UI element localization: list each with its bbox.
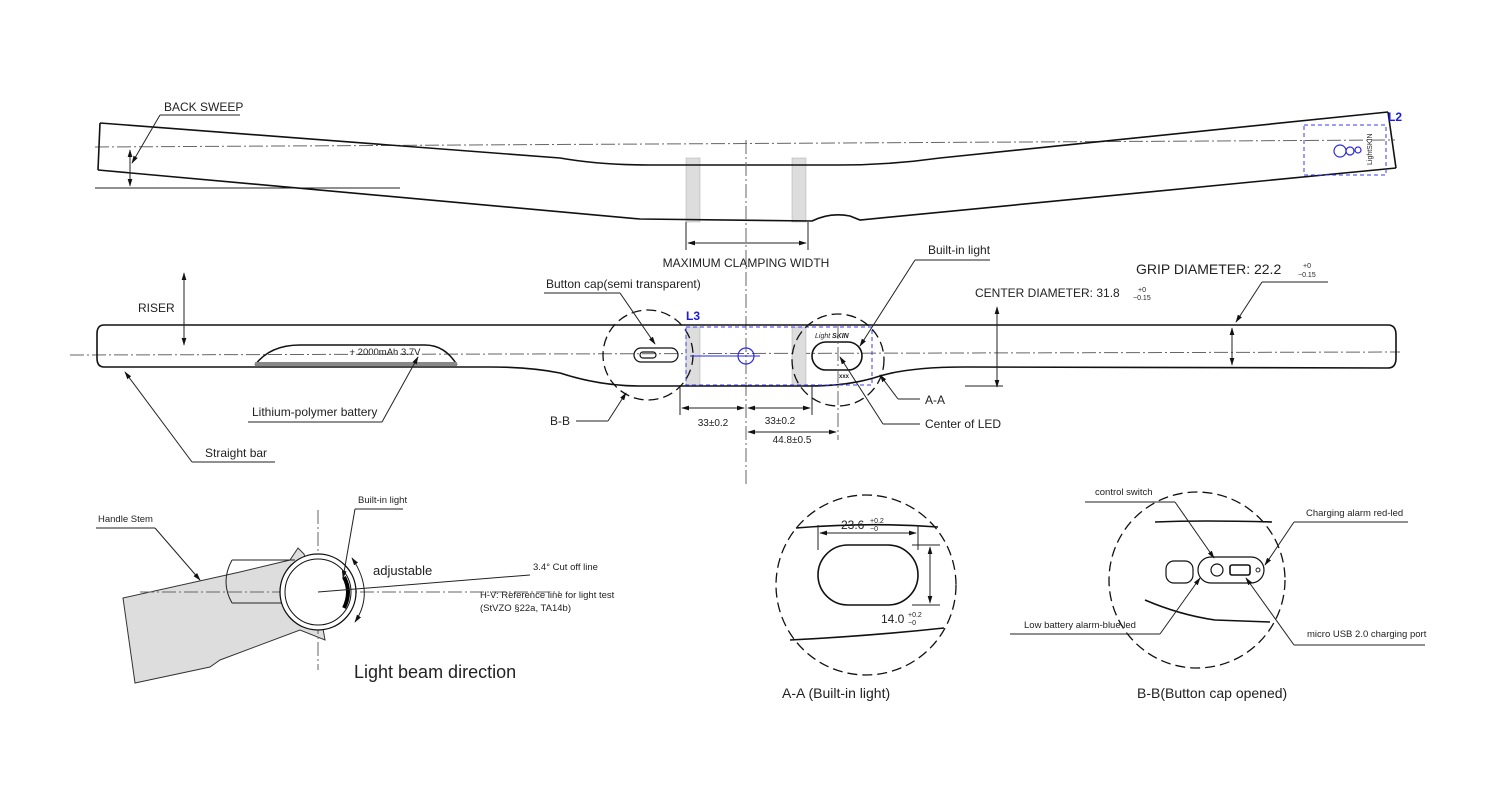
aa-title: A-A (Built-in light): [782, 685, 890, 701]
grip-diameter-label: GRIP DIAMETER: 22.2: [1136, 261, 1281, 277]
aa-width-label: 23.6: [841, 518, 865, 532]
svg-text:+0.2: +0.2: [908, 612, 922, 619]
l3-light-zone: [685, 326, 873, 386]
control-switch-label: control switch: [1095, 487, 1153, 498]
section-bb-view: control switch Charging alarm red-led Lo…: [1010, 487, 1427, 701]
built-in-light-marker: [342, 576, 350, 609]
low-battery-label: Low battery alarm-blue led: [1024, 620, 1136, 631]
red-led-icon: [1255, 567, 1261, 573]
svg-text:−0: −0: [908, 620, 916, 627]
cutoff-label: 3.4° Cut off line: [533, 562, 598, 573]
bar-top-edge: [99, 111, 1389, 166]
section-aa-label: A-A: [925, 393, 945, 407]
usb-port-icon: [1229, 564, 1251, 576]
straight-bar-label: Straight bar: [205, 446, 267, 460]
battery-spec: + 2000mAh 3.7V: [349, 347, 421, 358]
max-clamping-width-label: MAXIMUM CLAMPING WIDTH: [663, 256, 830, 270]
svg-text:−0.15: −0.15: [1298, 272, 1316, 279]
dim-right: 33±0.2: [765, 416, 796, 427]
center-of-led-label: Center of LED: [925, 417, 1001, 431]
light-window-outline: [817, 544, 919, 606]
built-in-light-label: Built-in light: [928, 243, 991, 257]
button-cap-icon: [633, 347, 679, 363]
light-beam-title: Light beam direction: [354, 662, 516, 682]
usb-port-label: micro USB 2.0 charging port: [1307, 629, 1427, 640]
charging-alarm-label: Charging alarm red-led: [1306, 508, 1403, 519]
svg-text:xxx: xxx: [839, 374, 850, 380]
svg-text:Light: Light: [815, 333, 831, 340]
svg-text:−0.15: −0.15: [1133, 295, 1151, 302]
svg-text:SKIN: SKIN: [832, 333, 850, 340]
dim-left: 33±0.2: [698, 418, 729, 429]
l2-logo-icon: LightSKIN: [1333, 133, 1374, 165]
adjustable-arrow-icon: [351, 557, 365, 623]
button-cap-opened-icon: [1165, 560, 1194, 584]
top-view: MAXIMUM CLAMPING WIDTH BACK SWEEP L2 Lig…: [94, 100, 1402, 485]
bar-bottom-edge: [97, 167, 1397, 222]
l3-label: L3: [686, 309, 700, 323]
hv-reference-label: H-V: Reference line for light test: [480, 590, 615, 601]
straight-bar-outline: [96, 324, 1397, 387]
section-aa-circle: [791, 313, 885, 407]
control-switch-icon: [1210, 563, 1224, 577]
hv-reference-standard: (StVZO §22a, TA14b): [480, 603, 571, 614]
svg-text:−0: −0: [870, 526, 878, 533]
button-cap-label: Button cap(semi transparent): [546, 277, 701, 291]
centerline: [94, 139, 1396, 148]
center-diameter-label: CENTER DIAMETER: 31.8: [975, 286, 1120, 300]
clamp-zone-right: [791, 157, 807, 223]
dim-led: 44.8±0.5: [773, 435, 812, 446]
back-sweep-label: BACK SWEEP: [164, 100, 243, 114]
svg-text:+0: +0: [1303, 263, 1311, 270]
light-beam-view: adjustable Handle Stem Built-in light 3.…: [96, 495, 615, 684]
section-aa-view: 23.6 +0.2 −0 14.0 +0.2 −0 A-A (Built-in …: [775, 494, 957, 701]
front-view: + 2000mAh 3.7V Lithium-polymer battery S…: [69, 243, 1401, 463]
svg-text:+0: +0: [1138, 287, 1146, 294]
battery-label: Lithium-polymer battery: [252, 405, 377, 419]
beam-built-in-light-label: Built-in light: [358, 495, 407, 506]
front-centerline: [69, 351, 1401, 356]
handle-stem-label: Handle Stem: [98, 514, 153, 525]
aa-height-label: 14.0: [881, 612, 905, 626]
l2-label: L2: [1388, 110, 1402, 124]
lightskin-logo-icon: Light SKIN xxx: [815, 333, 850, 380]
clamp-zone-left: [685, 157, 701, 223]
battery: + 2000mAh 3.7V: [254, 344, 458, 366]
built-in-light-window: [811, 341, 863, 371]
adjustable-label: adjustable: [373, 563, 432, 578]
section-bb-label: B-B: [550, 414, 570, 428]
section-bb-circle: [602, 309, 694, 401]
control-panel: [1197, 556, 1265, 584]
riser-label: RISER: [138, 301, 175, 315]
l2-light-zone: [1303, 124, 1387, 176]
svg-text:LightSKIN: LightSKIN: [1367, 133, 1374, 165]
bb-title: B-B(Button cap opened): [1137, 685, 1287, 701]
svg-text:+0.2: +0.2: [870, 518, 884, 525]
